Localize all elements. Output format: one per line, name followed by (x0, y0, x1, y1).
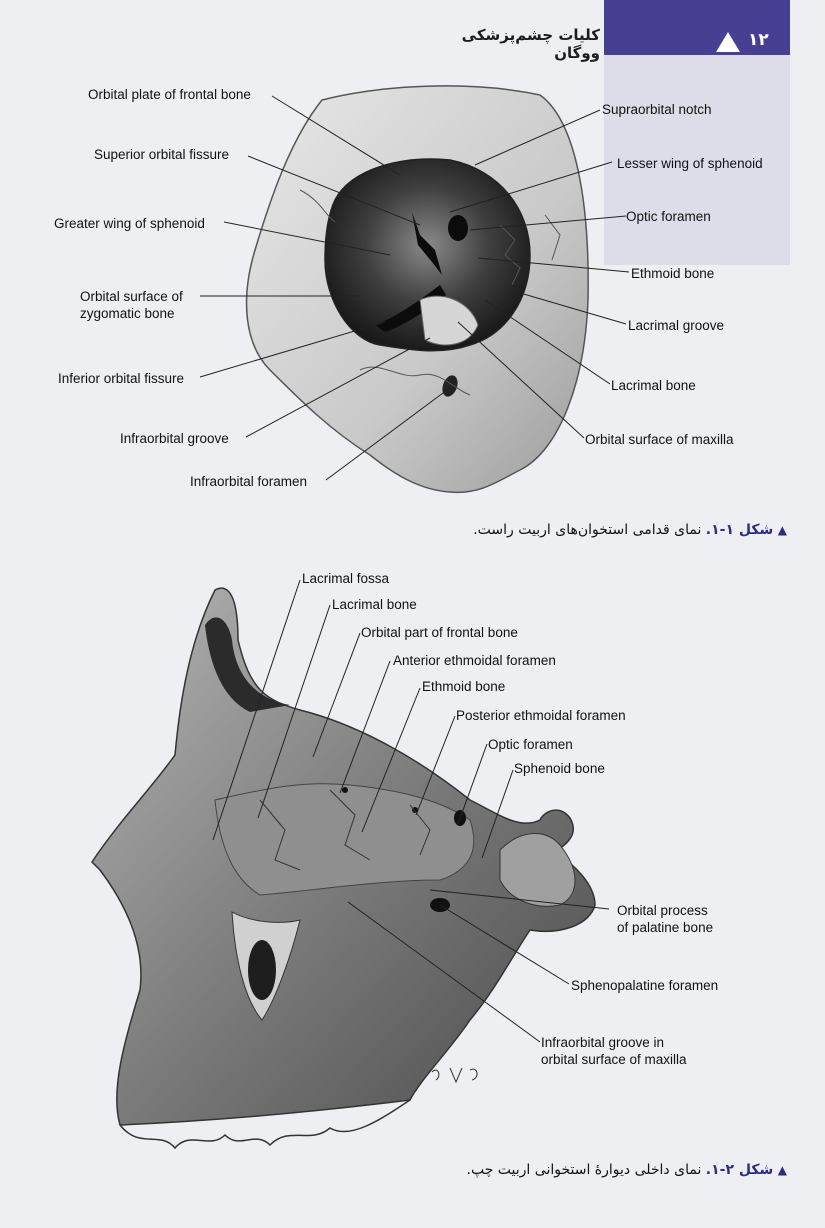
label-optic-foramen-2: Optic foramen (488, 737, 573, 752)
book-title: کلیات چشم‌پزشکی ووگان (461, 26, 600, 62)
caption-triangle-icon: ▲ (777, 1163, 787, 1177)
label-sphenopalatine-foramen: Sphenopalatine foramen (571, 978, 719, 993)
page-number: ۱۲ (748, 30, 769, 50)
label-orbital-part-frontal-bone: Orbital part of frontal bone (361, 625, 518, 640)
label-optic-foramen: Optic foramen (626, 209, 711, 224)
caption-triangle-icon: ▲ (777, 523, 787, 537)
label-lacrimal-fossa: Lacrimal fossa (302, 571, 390, 586)
label-inferior-orbital-fissure: Inferior orbital fissure (58, 371, 185, 386)
label-orbital-plate-frontal-bone: Orbital plate of frontal bone (88, 87, 251, 102)
figure1-caption-number: شکل ۱-۱. (705, 522, 774, 538)
label-orbital-process-palatine: Orbital process (617, 903, 708, 918)
header-band (604, 0, 790, 55)
label-infraorbital-groove: Infraorbital groove (120, 431, 229, 446)
label-infraorbital-groove-maxilla: Infraorbital groove in (541, 1035, 665, 1050)
figure1-caption: ▲ شکل ۱-۱. نمای قدامی استخوان‌های اربیت … (473, 522, 787, 538)
label-greater-wing-sphenoid: Greater wing of sphenoid (54, 216, 205, 231)
label-infraorbital-groove-maxilla-line2: orbital surface of maxilla (541, 1052, 687, 1067)
figure1-caption-text: نمای قدامی استخوان‌های اربیت راست. (473, 522, 702, 538)
label-lacrimal-bone-2: Lacrimal bone (332, 597, 417, 612)
figure2-caption-number: شکل ۲-۱. (705, 1162, 774, 1178)
label-sphenoid-bone: Sphenoid bone (514, 761, 605, 776)
label-ethmoid-bone-2: Ethmoid bone (422, 679, 506, 694)
label-orbital-surface-maxilla: Orbital surface of maxilla (585, 432, 734, 447)
label-lacrimal-groove: Lacrimal groove (628, 318, 725, 333)
label-lesser-wing-sphenoid: Lesser wing of sphenoid (617, 156, 763, 171)
label-supraorbital-notch: Supraorbital notch (602, 102, 712, 117)
figure2-caption-text: نمای داخلی دیوارهٔ استخوانی اربیت چپ. (466, 1162, 702, 1178)
figure2-caption: ▲ شکل ۲-۱. نمای داخلی دیوارهٔ استخوانی ا… (467, 1162, 788, 1178)
label-orbital-surface-zygomatic-line2: zygomatic bone (80, 306, 175, 321)
label-anterior-ethmoidal-foramen: Anterior ethmoidal foramen (393, 653, 556, 668)
label-ethmoid-bone: Ethmoid bone (631, 266, 715, 281)
label-posterior-ethmoidal-foramen: Posterior ethmoidal foramen (456, 708, 626, 723)
label-infraorbital-foramen: Infraorbital foramen (190, 474, 308, 489)
label-orbital-surface-zygomatic: Orbital surface of (80, 289, 183, 304)
label-lacrimal-bone: Lacrimal bone (611, 378, 696, 393)
side-band (604, 55, 790, 265)
label-superior-orbital-fissure: Superior orbital fissure (94, 147, 230, 162)
label-orbital-process-palatine-line2: of palatine bone (617, 920, 714, 935)
